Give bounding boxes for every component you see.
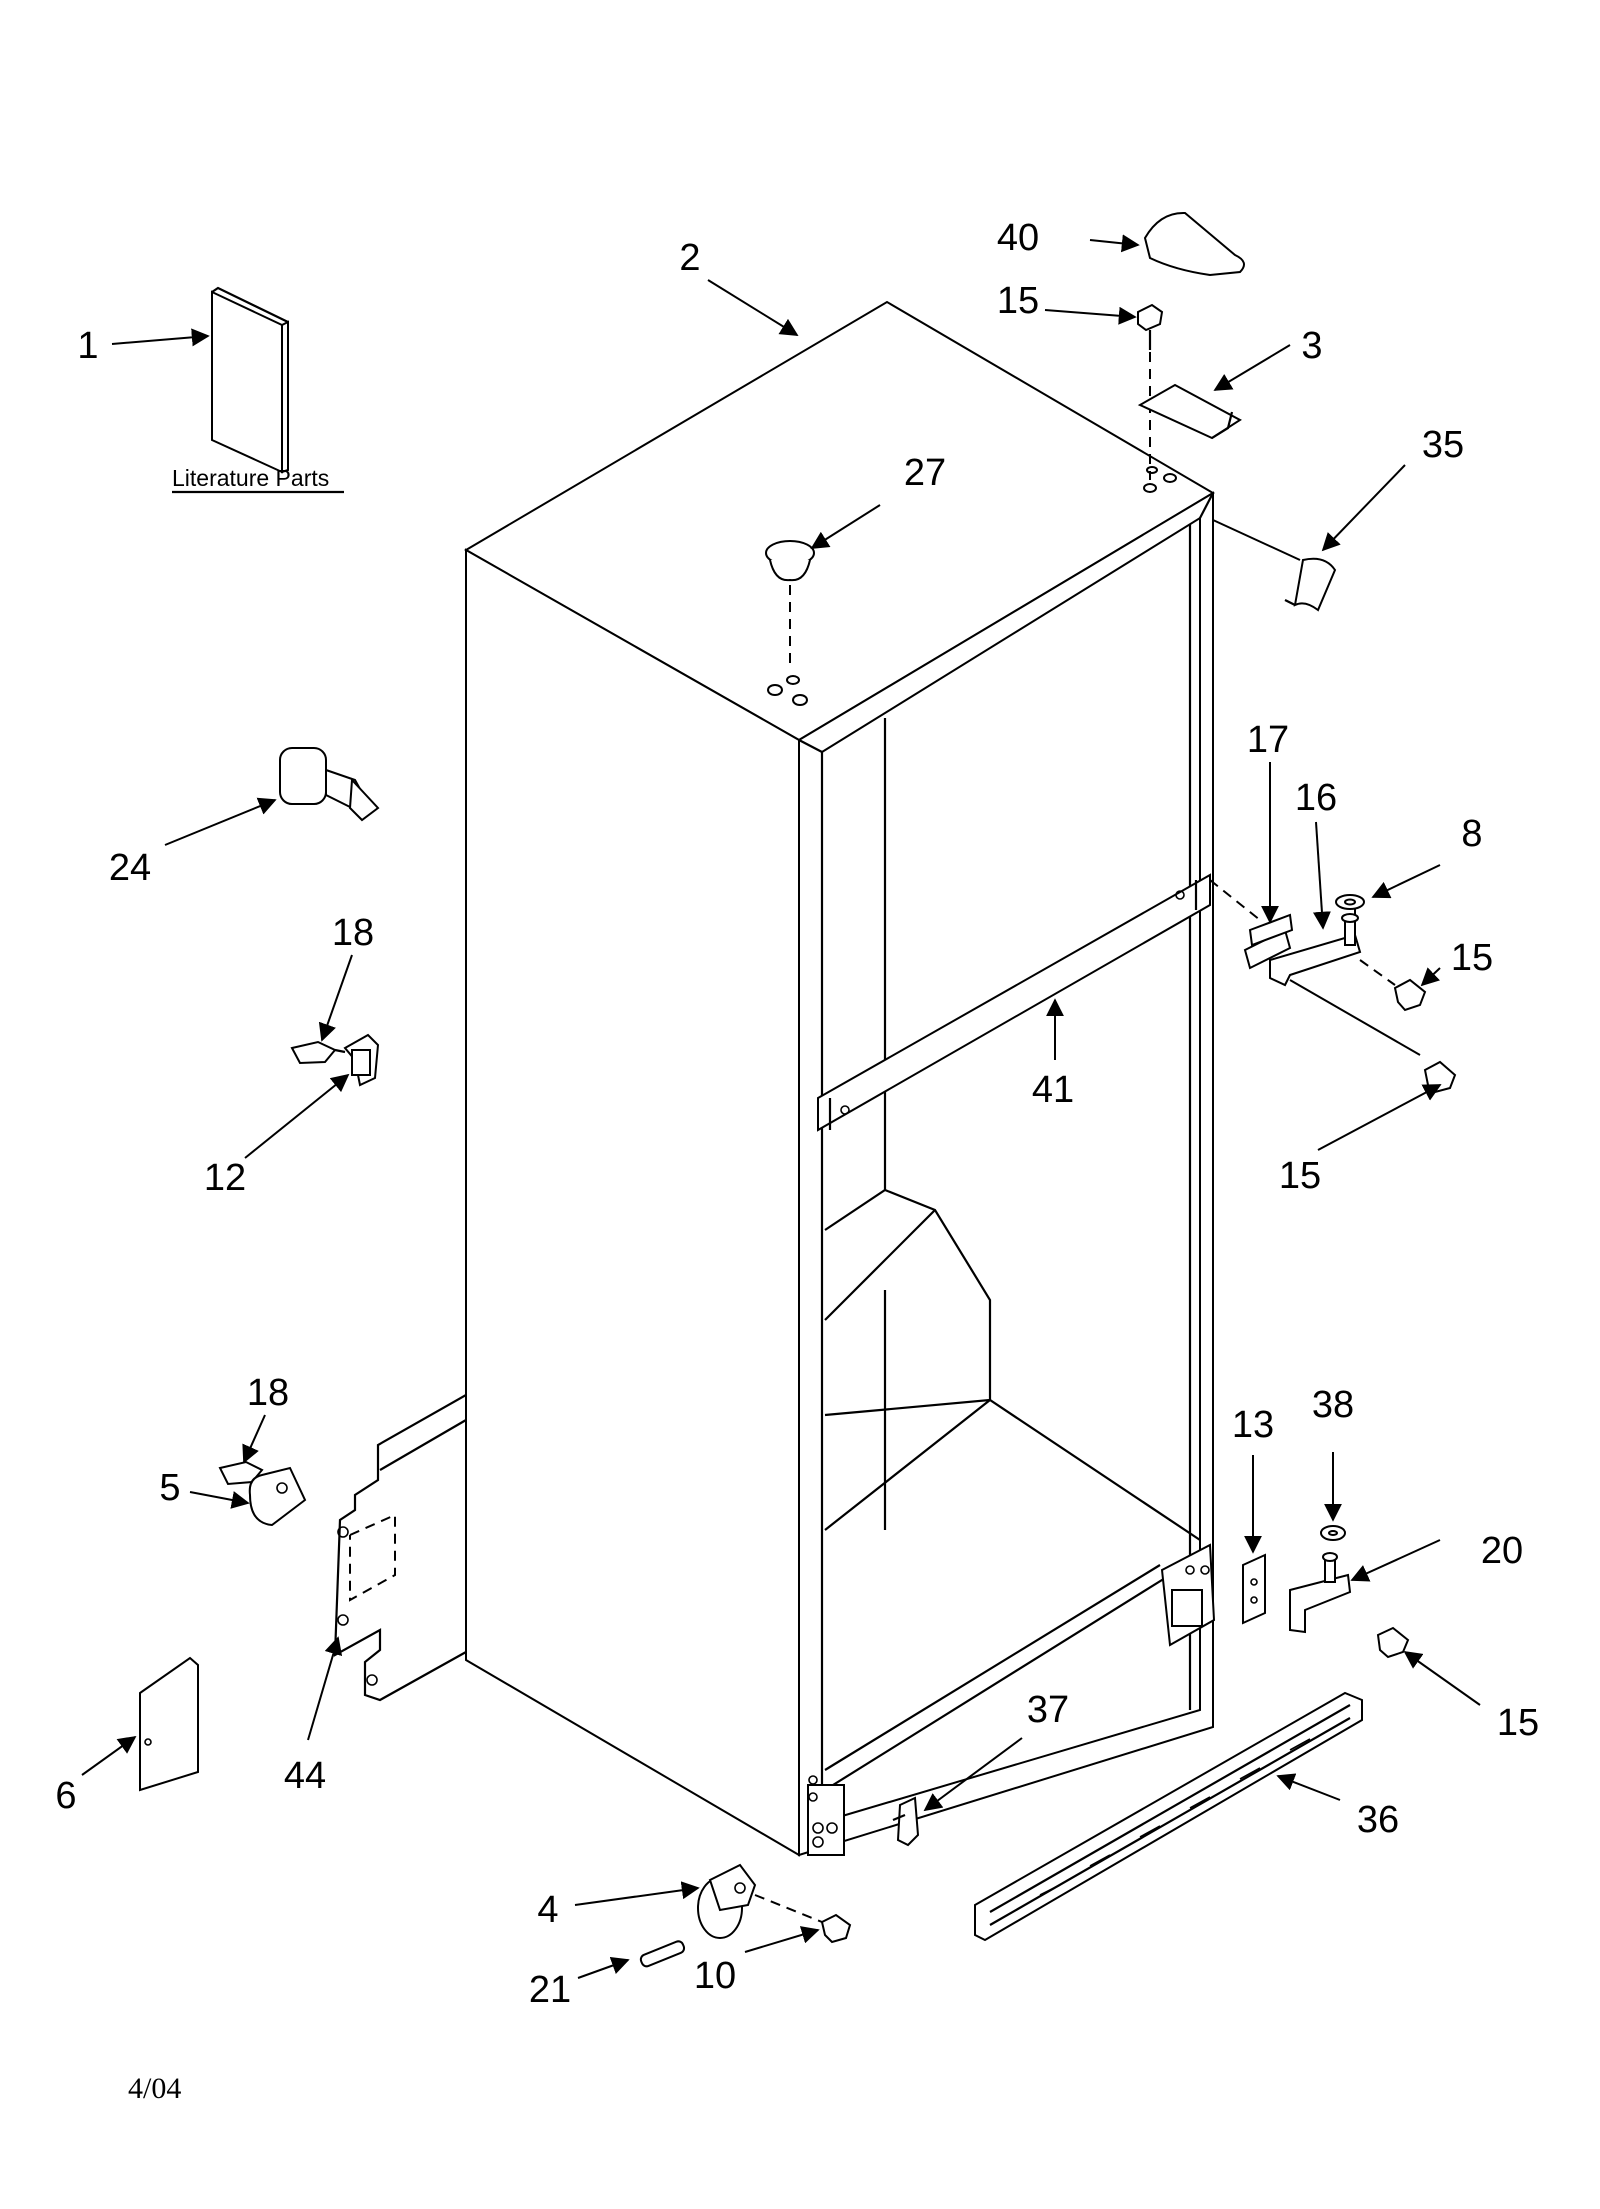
cabinet: [464, 300, 1216, 1857]
top-hinge: [1137, 383, 1242, 440]
rear-access-panel: [333, 1394, 467, 1702]
hinge-washer: [1335, 894, 1365, 910]
roller-axle: [639, 1940, 686, 1968]
callout-18-upper: 18: [332, 912, 374, 954]
divider-rail: [817, 873, 1211, 1132]
literature-caption: Literature Parts: [172, 465, 329, 491]
corner-trim-guide: [1212, 519, 1301, 561]
top-trim-cap: [1143, 211, 1245, 277]
hinge-guide-1: [1209, 879, 1261, 921]
grille-clip: [892, 1796, 920, 1847]
door-stop-bolt: [279, 747, 380, 822]
screw-top: [1137, 303, 1164, 480]
callout-15-bottom: 15: [1497, 1702, 1539, 1744]
callout-5: 5: [159, 1467, 180, 1509]
callout-37: 37: [1027, 1689, 1069, 1731]
callout-21: 21: [529, 1969, 571, 2011]
toe-grille: [974, 1691, 1363, 1942]
callout-44: 44: [284, 1755, 326, 1797]
callout-18-lower: 18: [247, 1372, 289, 1414]
screw-middle-lower: [1423, 1060, 1457, 1094]
callout-1: 1: [77, 325, 98, 367]
hinge-shim: [1242, 1553, 1266, 1625]
callout-24: 24: [109, 847, 151, 889]
literature-book: [211, 286, 289, 474]
leader-lines: [81, 234, 1481, 1979]
callout-13: 13: [1232, 1404, 1274, 1446]
callout-35: 35: [1422, 424, 1464, 466]
callout-36: 36: [1357, 1799, 1399, 1841]
callout-6: 6: [55, 1775, 76, 1817]
roller-assembly: [697, 1863, 757, 1939]
callout-15-middle: 15: [1451, 937, 1493, 979]
callout-4: 4: [537, 1889, 558, 1931]
callout-20: 20: [1481, 1530, 1523, 1572]
hinge-guide-4: [1289, 979, 1421, 1056]
access-cover: [139, 1656, 199, 1792]
screw-middle-upper: [1393, 978, 1427, 1012]
callout-15-lower: 15: [1279, 1155, 1321, 1197]
callout-8: 8: [1461, 813, 1482, 855]
cabinet-plug: [765, 540, 815, 670]
hinge-guide-3: [1359, 959, 1396, 986]
callout-2: 2: [679, 237, 700, 279]
date-code: 4/04: [128, 2072, 181, 2105]
callout-15-top: 15: [997, 280, 1039, 322]
tubing-clamp: [248, 1466, 307, 1527]
callout-numbers: 1 2 3 4 5 6 8 10 12 13 15 15 15 15 16 17…: [55, 217, 1539, 2011]
wire-clip-bracket: [343, 1033, 380, 1087]
corner-trim: [1284, 557, 1337, 612]
callout-40: 40: [997, 217, 1039, 259]
bottom-hinge: [1289, 1552, 1352, 1634]
callout-3: 3: [1301, 325, 1322, 367]
grille-slots: [1039, 1738, 1311, 1896]
middle-hinge: [1269, 913, 1362, 987]
screw-bottom: [1376, 1626, 1410, 1659]
callout-17: 17: [1247, 719, 1289, 761]
roller-guide: [754, 1894, 823, 1923]
callout-16: 16: [1295, 777, 1337, 819]
callout-27: 27: [904, 452, 946, 494]
callout-12: 12: [204, 1157, 246, 1199]
screw-roller: [820, 1913, 852, 1944]
bottom-hinge-washer: [1320, 1525, 1346, 1541]
callout-41: 41: [1032, 1069, 1074, 1111]
screw-upper: [290, 1040, 346, 1065]
callout-38: 38: [1312, 1384, 1354, 1426]
middle-hinge-plate: [1243, 913, 1294, 970]
callout-10: 10: [694, 1955, 736, 1997]
